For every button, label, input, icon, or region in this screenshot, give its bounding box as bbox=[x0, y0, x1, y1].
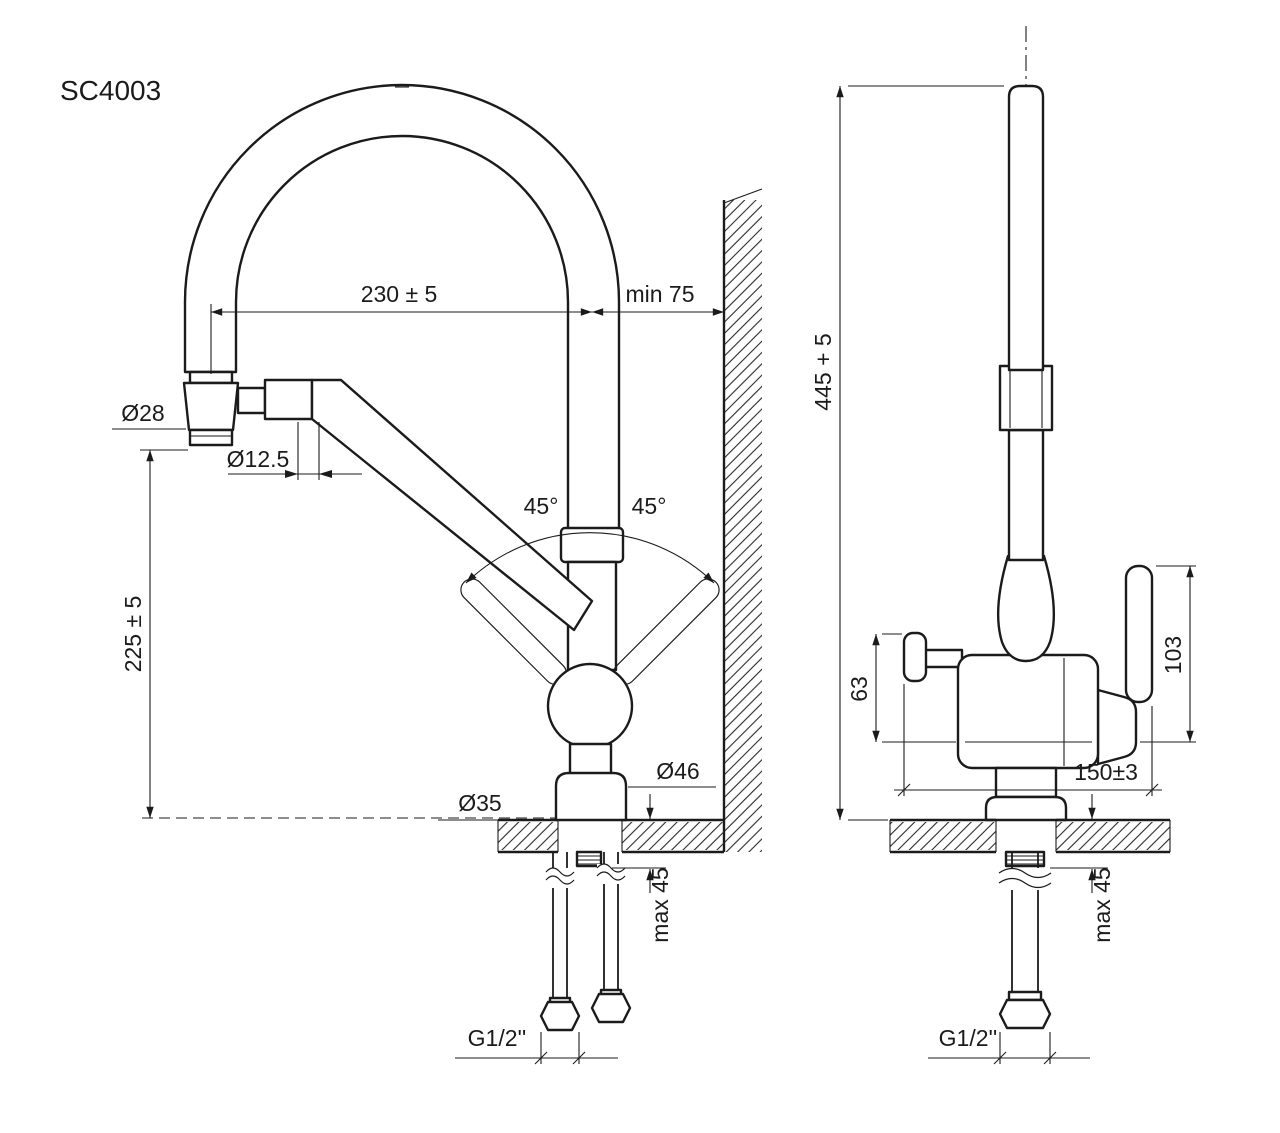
aerator bbox=[188, 428, 234, 447]
dim-right-handle: 103 bbox=[1140, 565, 1196, 743]
dim-base-dia-label: Ø46 bbox=[656, 758, 699, 784]
hose-break-icon bbox=[545, 867, 575, 877]
dim-base-dia: Ø46 bbox=[628, 758, 716, 788]
front-wall-section bbox=[722, 188, 763, 852]
front-dimensions: 230 ± 5 min 75 225 ± 5 Ø28 bbox=[112, 281, 724, 1065]
dim-spread-label: 150±3 bbox=[1074, 759, 1138, 785]
spray-head bbox=[182, 381, 240, 432]
spray-head-dock bbox=[236, 386, 267, 415]
side-right-handle bbox=[1124, 564, 1154, 704]
dim-spray-dia: Ø28 bbox=[112, 400, 186, 430]
side-view: 445 + 5 63 103 150±3 bbox=[810, 26, 1196, 1065]
spout-nut bbox=[998, 364, 1054, 432]
dim-angle-left-label: 45° bbox=[524, 493, 559, 519]
dim-spray-dia-label: Ø28 bbox=[121, 400, 164, 426]
dim-hole-dia: Ø35 bbox=[438, 790, 556, 821]
dim-thread-side: G1/2'' bbox=[928, 1025, 1090, 1065]
dim-left-handle: 63 bbox=[846, 633, 956, 743]
hose-break-icon bbox=[998, 867, 1052, 879]
dim-min-wall: min 75 bbox=[592, 281, 724, 316]
spray-arm bbox=[310, 378, 594, 632]
dim-spread: 150±3 bbox=[894, 684, 1162, 797]
dim-thread-front-label: G1/2'' bbox=[468, 1025, 527, 1051]
dim-max-counter-front-label: max 45 bbox=[647, 867, 673, 942]
hose-nut bbox=[539, 1000, 581, 1032]
side-faucet bbox=[902, 84, 1154, 822]
dim-max-counter-side: max 45 bbox=[1050, 794, 1115, 943]
front-countertop bbox=[497, 818, 724, 854]
gooseneck-spout bbox=[183, 83, 621, 534]
faucet-base bbox=[554, 771, 628, 822]
spray-head-holder bbox=[263, 378, 314, 421]
dim-hose-dia: Ø12.5 bbox=[227, 422, 362, 480]
side-handle-socket bbox=[1096, 688, 1138, 766]
dim-max-counter-side-label: max 45 bbox=[1089, 867, 1115, 942]
dim-reach-label: 230 ± 5 bbox=[361, 281, 438, 307]
front-view: 230 ± 5 min 75 225 ± 5 Ø28 bbox=[112, 83, 763, 1065]
dim-hole-dia-label: Ø35 bbox=[458, 790, 501, 816]
side-dimensions: 445 + 5 63 103 150±3 bbox=[810, 85, 1196, 1065]
hose-break-icon bbox=[596, 863, 626, 873]
dim-total-height-label: 445 + 5 bbox=[810, 333, 836, 410]
front-faucet bbox=[182, 83, 720, 822]
front-supply-hoses bbox=[539, 850, 632, 1032]
model-label: SC4003 bbox=[60, 75, 161, 106]
dim-right-handle-label: 103 bbox=[1160, 636, 1186, 674]
dim-angle: 45° 45° bbox=[465, 493, 715, 584]
side-base-flange bbox=[984, 795, 1068, 822]
dim-total-height: 445 + 5 bbox=[810, 85, 1004, 821]
ghost-handle-right bbox=[613, 578, 720, 685]
hose-nut bbox=[590, 992, 632, 1024]
side-left-handle bbox=[902, 631, 928, 683]
dim-thread-side-label: G1/2'' bbox=[939, 1025, 998, 1051]
dim-outlet-height: 225 ± 5 bbox=[120, 449, 556, 819]
dim-min-wall-label: min 75 bbox=[625, 281, 694, 307]
spout-tube bbox=[1007, 84, 1045, 372]
hose-nut bbox=[998, 998, 1052, 1030]
spout-bend bbox=[996, 554, 1056, 663]
side-supply-hose bbox=[998, 850, 1052, 1030]
dim-left-handle-label: 63 bbox=[846, 676, 872, 702]
side-body bbox=[956, 653, 1100, 770]
dim-angle-right-label: 45° bbox=[632, 493, 667, 519]
dim-outlet-height-label: 225 ± 5 bbox=[120, 596, 146, 673]
base-neck bbox=[568, 742, 613, 776]
dim-max-counter-front: max 45 bbox=[612, 794, 673, 943]
dim-hose-dia-label: Ø12.5 bbox=[227, 446, 290, 472]
ball-joint bbox=[546, 662, 634, 750]
dim-reach: 230 ± 5 bbox=[210, 281, 592, 374]
dim-thread-front: G1/2'' bbox=[455, 1025, 618, 1065]
side-countertop bbox=[889, 818, 1171, 854]
